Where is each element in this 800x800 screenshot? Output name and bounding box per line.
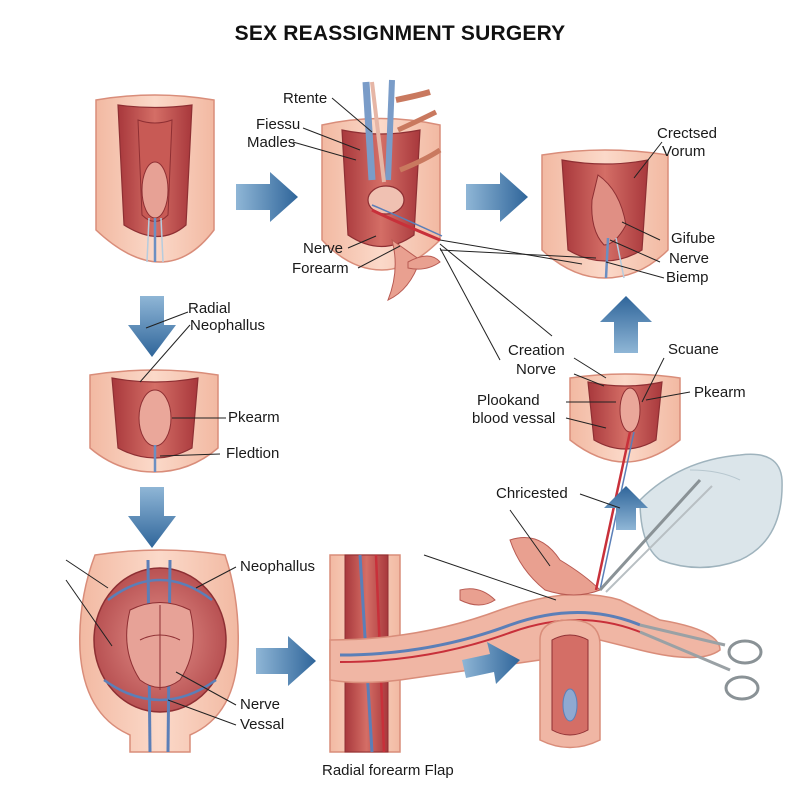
gloved-hand-icon: [639, 453, 783, 569]
label-pkearm-right: Pkearm: [694, 384, 746, 401]
label-neophallus-bottom: Neophallus: [240, 558, 316, 575]
panel-cross-section: [79, 549, 239, 753]
label-gifube: Gifube: [671, 230, 716, 247]
scissors-icon: [639, 623, 763, 701]
arrow-down-icon: [128, 487, 176, 548]
arrow-right-icon: [236, 172, 298, 222]
panel-radial-forearm-flap: [329, 537, 721, 753]
label-nerve-bottom: Nerve: [240, 696, 281, 713]
label-rtente: Rtente: [283, 90, 328, 107]
label-chricested: Chricested: [496, 485, 568, 502]
label-plookand: Plookand: [477, 392, 540, 409]
arrow-right-icon: [256, 636, 316, 686]
label-forearm-top: Forearm: [292, 260, 349, 277]
label-radial: Radial: [188, 300, 231, 317]
arrow-right-icon: [466, 172, 528, 222]
panel-forearm-harvest: [321, 79, 443, 301]
caption-radial-forearm-flap: Radial forearm Flap: [322, 762, 454, 779]
arrow-up-icon: [600, 296, 652, 353]
panel-vessel-connection: [569, 373, 681, 591]
label-pkearm-left: Pkearm: [228, 409, 280, 426]
label-fledtion: Fledtion: [226, 445, 280, 462]
label-vorum: Vorum: [662, 143, 706, 160]
label-blood-vessal: blood vessal: [472, 410, 556, 427]
label-biemp: Biemp: [666, 269, 709, 286]
label-fiessu: Fiessu: [256, 116, 301, 133]
arrow-up-icon: [604, 486, 648, 530]
label-madles: Madles: [247, 134, 296, 151]
label-scuane: Scuane: [668, 341, 719, 358]
panel-neophallus-formation: [89, 369, 219, 473]
label-norve: Norve: [516, 361, 557, 378]
label-nerve-top: Nerve: [303, 240, 344, 257]
arrow-right-icon: [462, 642, 520, 684]
label-neophallus-left: Neophallus: [190, 317, 266, 334]
page-title: SEX REASSIGNMENT SURGERY: [234, 22, 566, 45]
label-crectsed: Crectsed: [657, 125, 718, 142]
label-vessal: Vessal: [240, 716, 285, 733]
forceps-icon: [598, 478, 713, 593]
panel-initial-anatomy: [95, 94, 215, 263]
leader-lines: [65, 97, 691, 726]
label-creation: Creation: [508, 342, 565, 359]
arrow-down-icon: [128, 296, 176, 357]
label-nerve-right: Nerve: [669, 250, 710, 267]
panel-result-top: [541, 149, 669, 279]
